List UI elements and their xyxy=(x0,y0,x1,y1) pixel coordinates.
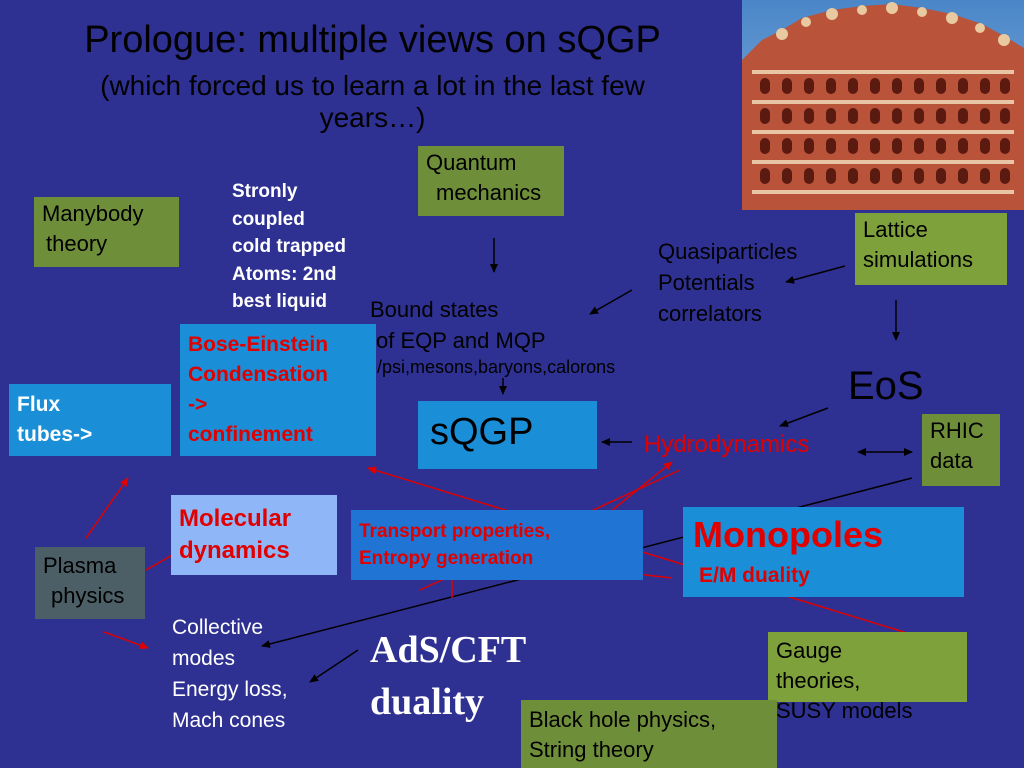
flux-line-2: tubes-> xyxy=(17,423,93,446)
slide-subtitle: (which forced us to learn a lot in the l… xyxy=(0,70,745,134)
node-flux-tubes: Flux tubes-> xyxy=(9,384,171,456)
quasi-line-1: Quasiparticles xyxy=(658,239,798,264)
lattice-line-2: simulations xyxy=(863,247,974,272)
coll-line-1: Collective xyxy=(172,616,264,639)
arrow-plasma-to-flux xyxy=(85,477,129,539)
node-transport: Transport properties, Entropy generation xyxy=(351,510,643,580)
bh-line-2: String theory xyxy=(529,737,654,762)
ads-line-1: AdS/CFT xyxy=(370,629,527,671)
node-molecular-dynamics: Molecular dynamics xyxy=(171,495,337,575)
gauge-line-1: Gauge xyxy=(776,638,843,663)
node-hydrodynamics: Hydrodynamics xyxy=(644,431,810,458)
bec-line-3: -> xyxy=(188,393,208,416)
quasi-line-3: correlators xyxy=(658,301,762,326)
bound-line-1: Bound states xyxy=(370,297,499,322)
bound-line-2: of EQP and MQP xyxy=(376,328,546,353)
ads-line-2: duality xyxy=(370,681,485,723)
node-bose-einstein: Bose-Einstein Condensation -> confinemen… xyxy=(180,324,376,456)
coll-line-2: modes xyxy=(172,647,236,670)
em-duality-label: E/M duality xyxy=(699,564,810,587)
atoms-line-2: coupled xyxy=(232,208,305,230)
arrow-plasma-to-collective xyxy=(103,631,149,650)
bec-line-1: Bose-Einstein xyxy=(188,333,329,356)
node-black-hole: Black hole physics, String theory xyxy=(521,700,777,768)
gauge-line-2: theories, xyxy=(776,668,861,693)
node-monopoles: Monopoles E/M duality xyxy=(683,507,964,597)
node-cold-atoms: Stronly coupled cold trapped Atoms: 2nd … xyxy=(232,178,346,316)
gauge-line-3: SUSY models xyxy=(776,698,913,723)
bh-line-1: Black hole physics, xyxy=(529,707,717,732)
monopoles-label: Monopoles xyxy=(693,514,883,555)
arrow-quasi-to-bound xyxy=(589,289,633,315)
coll-line-4: Mach cones xyxy=(172,709,286,732)
node-collective-modes: Collective modes Energy loss, Mach cones xyxy=(172,612,288,736)
rhic-line-2: data xyxy=(930,448,973,473)
arrow-ads-to-collective xyxy=(309,649,359,683)
flux-line-1: Flux xyxy=(17,393,61,416)
bec-line-2: Condensation xyxy=(188,363,328,386)
manybody-line-1: Manybody xyxy=(42,201,144,226)
atoms-line-3: cold trapped xyxy=(232,236,347,257)
plasma-line-1: Plasma xyxy=(43,553,117,578)
md-line-2: dynamics xyxy=(179,537,290,564)
node-quasiparticles: Quasiparticles Potentials correlators xyxy=(658,236,797,329)
node-quantum-mechanics: Quantum mechanics xyxy=(418,146,564,216)
node-bound-states: Bound states of EQP and MQP xyxy=(370,294,546,356)
rhic-line-1: RHIC xyxy=(930,418,984,443)
transport-line-2: Entropy generation xyxy=(359,548,534,569)
subtitle-line-2: years…) xyxy=(319,102,426,133)
node-sqgp: sQGP xyxy=(418,401,597,469)
transport-line-1: Transport properties, xyxy=(359,521,551,542)
bound-states-examples: J/psi,mesons,baryons,calorons xyxy=(368,357,616,377)
manybody-line-2: theory xyxy=(46,231,108,256)
node-eos: EoS xyxy=(848,364,924,408)
quantum-line-2: mechanics xyxy=(436,180,542,205)
node-manybody-theory: Manybody theory xyxy=(34,197,179,267)
md-line-1: Molecular xyxy=(179,505,292,532)
bec-line-4: confinement xyxy=(188,423,313,446)
palace-photo xyxy=(742,0,1024,210)
node-ads-cft: AdS/CFT duality xyxy=(370,624,526,728)
node-lattice-simulations: Lattice simulations xyxy=(855,213,1007,285)
atoms-line-5: best liquid xyxy=(232,291,327,312)
arrow-eos-to-hydro xyxy=(779,407,829,427)
node-gauge-theories: Gauge theories, SUSY models xyxy=(768,632,967,723)
node-rhic-data: RHIC data xyxy=(922,414,1000,486)
coll-line-3: Energy loss, xyxy=(172,678,288,701)
plasma-line-2: physics xyxy=(51,583,125,608)
lattice-line-1: Lattice xyxy=(863,217,928,242)
quasi-line-2: Potentials xyxy=(658,270,755,295)
atoms-line-1: Stronly xyxy=(232,181,298,202)
slide-title: Prologue: multiple views on sQGP xyxy=(84,19,661,61)
subtitle-line-1: (which forced us to learn a lot in the l… xyxy=(100,70,645,101)
atoms-line-4: Atoms: 2nd xyxy=(232,263,337,285)
node-plasma-physics: Plasma physics xyxy=(35,547,145,619)
quantum-line-1: Quantum xyxy=(426,150,517,175)
